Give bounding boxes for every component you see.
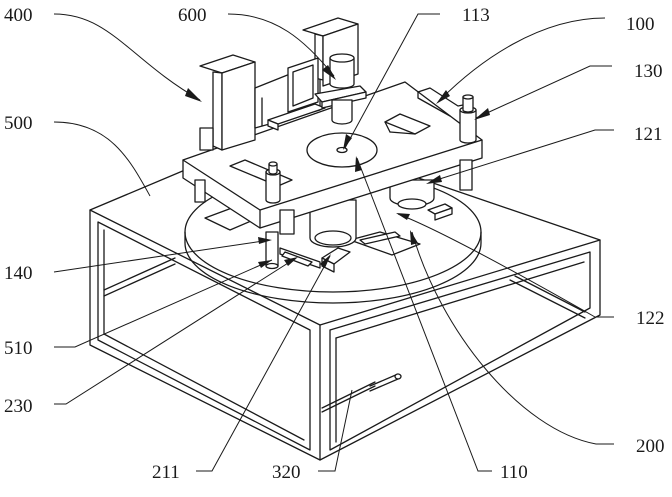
- arrow-130: [474, 108, 490, 120]
- label-510: 510: [4, 338, 33, 359]
- label-211: 211: [152, 462, 180, 483]
- arrow-200: [410, 230, 418, 245]
- label-122: 122: [636, 308, 665, 329]
- arrow-100: [436, 90, 450, 104]
- arrow-110: [355, 156, 362, 172]
- label-320: 320: [272, 462, 301, 483]
- arrow-230: [284, 257, 298, 266]
- leader-lines: [53, 13, 614, 472]
- label-110: 110: [500, 462, 528, 483]
- label-121: 121: [634, 124, 663, 145]
- label-100: 100: [626, 14, 655, 35]
- arrow-600: [322, 65, 336, 80]
- arrow-400: [185, 88, 202, 102]
- arrow-140: [258, 237, 272, 244]
- upper-plate: [182, 81, 483, 235]
- lower-mechanism: [265, 179, 453, 273]
- arrow-211: [320, 254, 331, 268]
- arrow-122: [396, 213, 410, 220]
- label-130: 130: [634, 61, 663, 82]
- label-140: 140: [4, 263, 33, 284]
- label-600: 600: [178, 5, 207, 26]
- upright-assembly: [199, 17, 367, 151]
- label-230: 230: [4, 396, 33, 417]
- arrow-510: [258, 260, 272, 268]
- arrow-121: [426, 175, 442, 184]
- arrow-113: [343, 134, 352, 150]
- label-500: 500: [4, 113, 33, 134]
- reference-labels: 400 600 113 100 130 500 121 140 122 510 …: [4, 5, 665, 483]
- label-200: 200: [636, 436, 665, 457]
- label-113: 113: [462, 5, 490, 26]
- label-400: 400: [4, 5, 33, 26]
